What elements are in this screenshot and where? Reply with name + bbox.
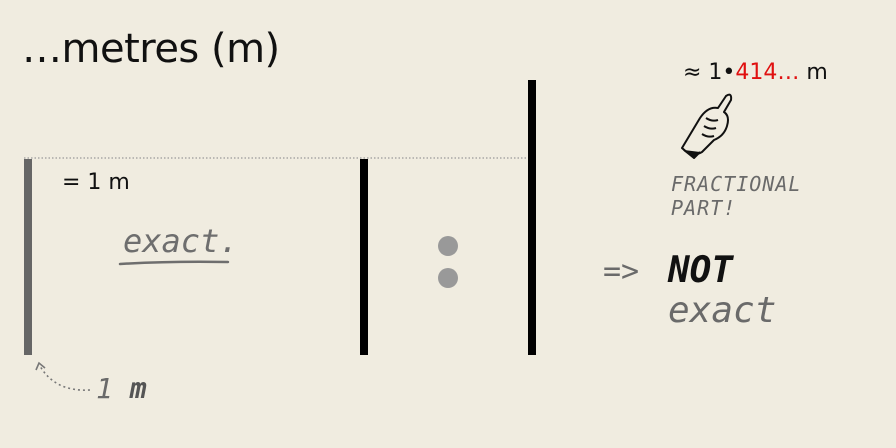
approx-value: ≈ 1•414… m bbox=[683, 60, 828, 85]
arrowhead bbox=[35, 361, 46, 371]
pointing-hand-icon bbox=[681, 93, 733, 159]
exact-underline bbox=[118, 260, 230, 266]
middle-bar bbox=[360, 159, 368, 355]
one-metre-number: 1 bbox=[96, 372, 113, 405]
implies-arrow: => bbox=[603, 254, 640, 289]
fractional-line-1: FRACTIONAL bbox=[671, 172, 802, 196]
unit-equals-label: = 1 m bbox=[62, 170, 130, 195]
ratio-dot-bottom bbox=[438, 268, 458, 288]
unit-bar-1m bbox=[24, 159, 32, 355]
approx-prefix: ≈ 1• bbox=[683, 60, 736, 85]
ratio-dot-top bbox=[438, 236, 458, 256]
page-title: …metres (m) bbox=[22, 26, 280, 72]
approx-unit: m bbox=[799, 60, 828, 85]
diagonal-length-bar bbox=[528, 80, 536, 355]
not-exact-label: exact bbox=[668, 290, 777, 331]
not-label: NOT bbox=[668, 250, 734, 291]
fractional-part-note: FRACTIONAL PART! bbox=[671, 172, 801, 220]
curved-dotted-arrow bbox=[39, 365, 91, 391]
approx-fraction: 414… bbox=[735, 60, 800, 85]
one-metre-unit: m bbox=[129, 372, 147, 405]
one-metre-label: 1 m bbox=[96, 372, 147, 405]
fractional-line-2: PART! bbox=[671, 196, 737, 220]
exact-note: exact. bbox=[123, 222, 239, 260]
